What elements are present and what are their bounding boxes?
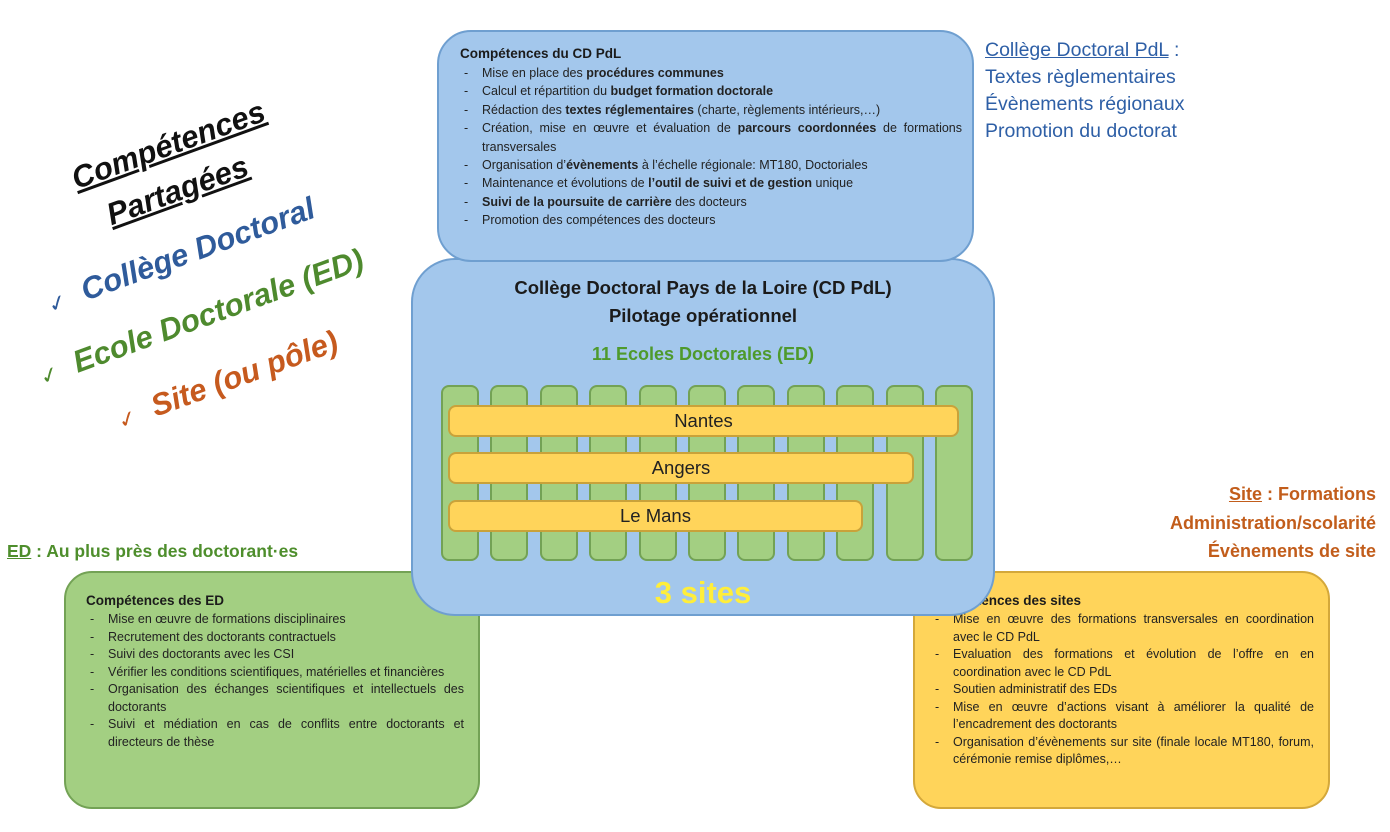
cd-competence-item: Rédaction des textes réglementaires (cha… <box>460 101 962 120</box>
cd-competence-text: Promotion des compétences des docteurs <box>482 213 716 228</box>
cd-competence-text: à l’échelle régionale: MT180, Doctoriale… <box>638 158 868 173</box>
ed-competence-item: Suivi et médiation en cas de conflits en… <box>86 716 464 751</box>
cd-competence-text: (charte, règlements intérieurs,…) <box>693 102 881 117</box>
site-note-line3: Évènements de site <box>1207 541 1376 561</box>
cd-competence-bold: l’outil de suivi et de gestion <box>648 176 813 191</box>
cd-competence-text: Rédaction des <box>482 102 566 117</box>
site-competences-list: Mise en œuvre des formations transversal… <box>931 611 1314 769</box>
cd-competence-text: de formations transversales <box>482 121 962 154</box>
check-icon: ✓ <box>36 360 63 391</box>
site-note: Site : Formations Administration/scolari… <box>1170 480 1376 566</box>
ed-competence-item: Suivi des doctorants avec les CSI <box>86 646 464 664</box>
site-note-line1: : Formations <box>1261 484 1376 504</box>
cd-competence-text: des docteurs <box>671 194 747 209</box>
cd-competence-text: Maintenance et évolutions de <box>482 176 649 191</box>
site-bar-nantes: Nantes <box>448 405 959 437</box>
site-bar-le-mans: Le Mans <box>448 500 863 532</box>
ed-competence-item: Mise en œuvre de formations disciplinair… <box>86 611 464 629</box>
site-competence-item: Organisation d’évènements sur site (fina… <box>931 734 1314 769</box>
cd-competence-item: Suivi de la poursuite de carrière des do… <box>460 193 962 212</box>
central-title-line2: Pilotage opérationnel <box>608 305 798 326</box>
cd-competence-text: Calcul et répartition du <box>482 84 611 99</box>
cd-competence-bold: évènements <box>566 158 639 173</box>
cd-competence-text: unique <box>812 176 854 191</box>
site-competence-item: Evaluation des formations et évolution d… <box>931 646 1314 681</box>
cd-competence-item: Création, mise en œuvre et évaluation de… <box>460 119 962 156</box>
cd-competence-bold: Suivi de la poursuite de carrière <box>482 194 672 209</box>
cd-competences-title: Compétences du CD PdL <box>460 46 622 61</box>
cd-competence-bold: parcours coordonnées <box>737 121 877 136</box>
college-note-line: Évènements régionaux <box>985 93 1185 115</box>
cd-competence-item: Maintenance et évolutions de l’outil de … <box>460 174 962 193</box>
cd-competences-list: Mise en place des procédures communesCal… <box>460 64 962 230</box>
ed-note-prefix: ED <box>7 541 32 561</box>
cd-competence-text: Organisation d’ <box>482 158 567 173</box>
check-icon: ✓ <box>44 288 71 319</box>
ed-competences-box: Compétences des ED Mise en œuvre de form… <box>64 571 480 809</box>
ed-note: ED : Au plus près des doctorant·es <box>7 541 298 562</box>
cd-competence-bold: textes réglementaires <box>565 102 694 117</box>
college-note-line: Promotion du doctorat <box>985 120 1177 142</box>
ed-competence-item: Vérifier les conditions scientifiques, m… <box>86 664 464 682</box>
sites-count-label: 3 sites <box>654 575 752 610</box>
site-competences-box: Compétences des sites Mise en œuvre des … <box>913 571 1330 809</box>
central-title-line1: Collège Doctoral Pays de la Loire (CD Pd… <box>514 277 892 298</box>
cd-competence-item: Calcul et répartition du budget formatio… <box>460 82 962 101</box>
ed-note-text: : Au plus près des doctorant·es <box>31 541 299 561</box>
cd-competence-item: Promotion des compétences des docteurs <box>460 211 962 230</box>
site-note-prefix: Site <box>1228 484 1262 504</box>
central-box: Collège Doctoral Pays de la Loire (CD Pd… <box>411 258 995 616</box>
site-note-line2: Administration/scolarité <box>1169 512 1376 533</box>
site-bar-angers: Angers <box>448 452 914 484</box>
college-note-title: Collège Doctoral PdL <box>985 39 1169 61</box>
college-note-line: Textes règlementaires <box>985 66 1176 88</box>
ed-competence-item: Recrutement des doctorants contractuels <box>86 629 464 647</box>
cd-competence-bold: procédures communes <box>586 66 724 80</box>
cd-competences-box: Compétences du CD PdL Mise en place des … <box>437 30 974 262</box>
check-icon: ✓ <box>114 404 141 435</box>
ed-count-label: 11 Ecoles Doctorales (ED) <box>591 344 815 364</box>
cd-competence-item: Organisation d’évènements à l’échelle ré… <box>460 156 962 175</box>
ed-competence-item: Organisation des échanges scientifiques … <box>86 681 464 716</box>
cd-competence-bold: budget formation doctorale <box>610 84 774 99</box>
cd-competence-text: Mise en place des <box>482 66 587 80</box>
site-competence-item: Mise en œuvre d’actions visant à amélior… <box>931 699 1314 734</box>
ed-competences-list: Mise en œuvre de formations disciplinair… <box>86 611 464 751</box>
college-note: Collège Doctoral PdL : Textes règlementa… <box>985 37 1184 145</box>
college-note-colon: : <box>1168 39 1180 61</box>
cd-competence-item: Mise en place des procédures communes <box>460 64 962 83</box>
site-competence-item: Mise en œuvre des formations transversal… <box>931 611 1314 646</box>
site-competence-item: Soutien administratif des EDs <box>931 681 1314 699</box>
ed-competences-title: Compétences des ED <box>86 593 225 608</box>
cd-competence-text: Création, mise en œuvre et évaluation de <box>482 121 738 136</box>
